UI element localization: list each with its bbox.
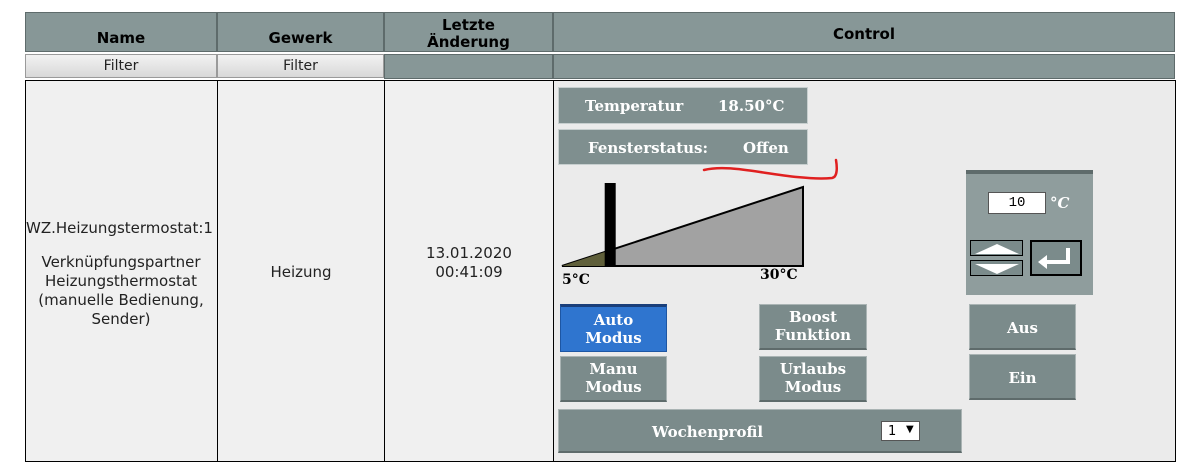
auto-modus-button[interactable]: Auto Modus bbox=[560, 304, 667, 352]
stepper-down-button[interactable] bbox=[970, 260, 1023, 276]
wochenprofil-bar: Wochenprofil 1 ▼ bbox=[558, 409, 962, 453]
boost-funktion-button[interactable]: Boost Funktion bbox=[759, 304, 867, 350]
aus-label: Aus bbox=[1007, 319, 1038, 337]
wochenprofil-label: Wochenprofil bbox=[652, 423, 764, 441]
filter-gewerk-button[interactable]: Filter bbox=[217, 54, 384, 78]
red-annotation-underline bbox=[702, 158, 839, 180]
manu-line2: Modus bbox=[585, 378, 642, 396]
header-control-label: Control bbox=[832, 25, 895, 43]
filter-letzte-empty bbox=[384, 54, 553, 79]
row-name-line2: Verknüpfungspartner bbox=[41, 253, 201, 271]
stepper-up-button[interactable] bbox=[970, 240, 1023, 256]
header-name[interactable]: Name bbox=[25, 12, 217, 52]
urlaub-line2: Modus bbox=[784, 378, 842, 396]
boost-line2: Funktion bbox=[774, 326, 852, 344]
row-name-line5: Sender) bbox=[91, 310, 151, 328]
header-gewerk[interactable]: Gewerk bbox=[217, 12, 384, 52]
header-letzte-line2: Änderung bbox=[427, 33, 510, 51]
row-time-value: 00:41:09 bbox=[435, 263, 503, 281]
row-gewerk-cell: Heizung bbox=[217, 80, 385, 462]
setpoint-panel: °C bbox=[966, 170, 1093, 295]
ein-label: Ein bbox=[1008, 369, 1037, 387]
row-gewerk-value: Heizung bbox=[270, 263, 332, 281]
row-date-value: 13.01.2020 bbox=[426, 244, 512, 262]
header-control[interactable]: Control bbox=[553, 12, 1175, 52]
temperature-slider[interactable]: 5°C 30°C bbox=[560, 180, 808, 292]
urlaub-line1: Urlaubs bbox=[779, 360, 847, 378]
temperature-label: Temperatur bbox=[585, 97, 684, 115]
header-gewerk-label: Gewerk bbox=[268, 29, 333, 47]
header-name-label: Name bbox=[96, 29, 146, 47]
setpoint-input[interactable] bbox=[988, 192, 1046, 214]
slider-max-label: 30°C bbox=[760, 267, 798, 283]
boost-line1: Boost bbox=[788, 308, 838, 326]
header-letzte-line1: Letzte bbox=[442, 16, 495, 34]
temperature-status: Temperatur 18.50°C bbox=[558, 87, 808, 124]
window-value: Offen bbox=[743, 139, 789, 157]
slider-handle bbox=[604, 183, 616, 267]
window-status: Fensterstatus: Offen bbox=[558, 129, 808, 165]
auto-modus-line1: Auto bbox=[593, 311, 634, 329]
header-letzte-aenderung[interactable]: Letzte Änderung bbox=[384, 12, 553, 52]
urlaubs-modus-button[interactable]: Urlaubs Modus bbox=[759, 356, 867, 402]
manu-line1: Manu bbox=[589, 360, 638, 378]
window-label: Fensterstatus: bbox=[588, 139, 709, 157]
filter-name-button[interactable]: Filter bbox=[25, 54, 217, 78]
enter-button[interactable] bbox=[1030, 240, 1082, 276]
row-name-cell: WZ.Heizungstermostat:1 Verknüpfungspartn… bbox=[25, 80, 218, 462]
wochenprofil-value: 1 bbox=[888, 424, 897, 439]
chevron-down-icon bbox=[975, 264, 1019, 274]
aus-button[interactable]: Aus bbox=[969, 304, 1076, 350]
filter-control-empty bbox=[553, 54, 1175, 79]
slider-min-label: 5°C bbox=[562, 272, 590, 288]
ein-button[interactable]: Ein bbox=[969, 354, 1076, 400]
row-name-line1: WZ.Heizungstermostat:1 bbox=[26, 219, 213, 237]
dropdown-arrow-icon: ▼ bbox=[906, 424, 914, 435]
row-name-line4: (manuelle Bedienung, bbox=[38, 291, 204, 309]
wochenprofil-select[interactable]: 1 ▼ bbox=[881, 421, 920, 441]
slider-ramp bbox=[561, 183, 804, 267]
manu-modus-button[interactable]: Manu Modus bbox=[560, 356, 667, 402]
chevron-up-icon bbox=[975, 244, 1019, 254]
row-name-line3: Heizungsthermostat bbox=[45, 272, 197, 290]
temperature-value: 18.50°C bbox=[718, 97, 785, 115]
setpoint-unit: °C bbox=[1050, 194, 1070, 212]
auto-modus-line2: Modus bbox=[585, 329, 642, 347]
enter-icon bbox=[1038, 248, 1070, 269]
row-date-cell: 13.01.2020 00:41:09 bbox=[384, 80, 554, 462]
